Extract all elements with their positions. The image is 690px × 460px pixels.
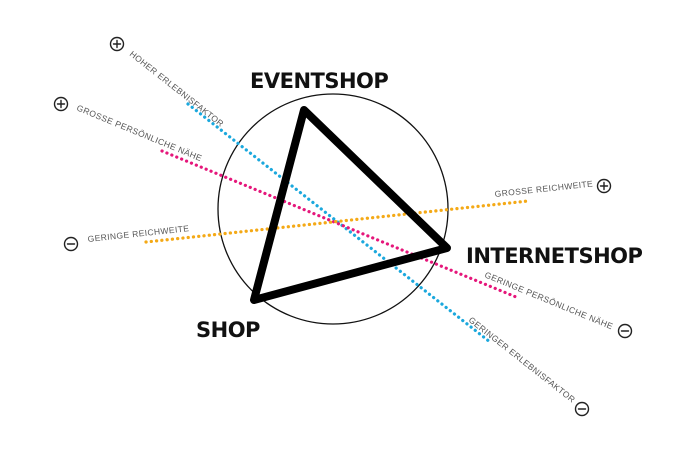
reichweite-high-label: GROSSE REICHWEITE (494, 179, 593, 199)
plus-sign-icon (596, 178, 612, 194)
erlebnisfaktor-high-end: HOHER ERLEBNISFAKTOR (109, 36, 226, 129)
naehe-axis-line (160, 149, 518, 299)
plus-sign-icon (109, 36, 125, 52)
internetshop-label: INTERNETSHOP (466, 244, 643, 268)
erlebnisfaktor-low-end: GERINGER ERLEBNISFAKTOR (467, 315, 590, 417)
naehe-low-end: GERINGE PERSÖNLICHE NÄHE (483, 270, 633, 339)
naehe-low-label: GERINGE PERSÖNLICHE NÄHE (483, 270, 614, 332)
naehe-high-end: GROSSE PERSÖNLICHE NÄHE (53, 96, 204, 164)
plus-sign-icon (53, 96, 69, 112)
naehe-high-label: GROSSE PERSÖNLICHE NÄHE (75, 103, 203, 164)
outer-circle (217, 93, 449, 325)
minus-sign-icon (63, 236, 79, 252)
minus-sign-icon (617, 323, 633, 339)
reichweite-high-end: GROSSE REICHWEITE (494, 178, 612, 199)
reichweite-low-label: GERINGE REICHWEITE (87, 223, 190, 244)
eventshop-label: EVENTSHOP (250, 69, 388, 93)
erlebnisfaktor-high-label: HOHER ERLEBNISFAKTOR (128, 49, 226, 129)
reichweite-axis-line (144, 199, 530, 244)
shop-label: SHOP (196, 318, 260, 342)
reichweite-low-end: GERINGE REICHWEITE (63, 223, 190, 252)
shop-triangle (250, 106, 451, 304)
erlebnisfaktor-low-label: GERINGER ERLEBNISFAKTOR (467, 315, 578, 405)
minus-sign-icon (574, 401, 590, 417)
